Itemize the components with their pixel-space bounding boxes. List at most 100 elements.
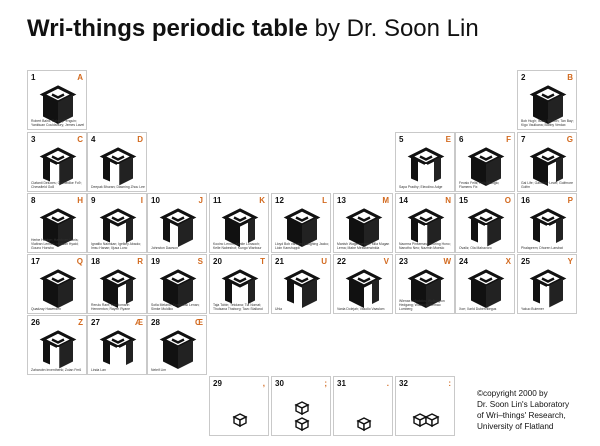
element-number: 18 [91,257,100,266]
element-number: 19 [151,257,160,266]
element-symbol: E [445,135,451,144]
element-number: 8 [31,196,36,205]
element-cell-29: 29, [209,376,269,436]
element-caption: Yakuo Bulemer [521,307,544,311]
element-caption: Quadzay Hawerden [31,307,61,311]
element-number: 1 [31,73,36,82]
element-symbol: D [137,135,143,144]
element-number: 6 [459,135,464,144]
element-caption: Clafanti Deluxes; Glamedike Fo9; Chessfi… [31,181,82,189]
element-number: 32 [399,379,408,388]
element-symbol: F [506,135,511,144]
element-caption: Zaharubn Inventhenk; Zoian Fm6 [31,368,82,372]
element-symbol: P [567,196,573,205]
element-caption: Naomra Pinsemas; Neuring Hono; Nanotho N… [399,242,451,250]
element-caption: Wlenax Lefadolos; Wollungton Hedgang; Wo… [399,299,445,311]
element-symbol: G [566,135,573,144]
element-cell-18: 18 R Rerulu Rant; Randomarin Hennenton; Ra… [87,254,147,314]
element-number: 13 [337,196,346,205]
element-symbol: V [383,257,389,266]
title-bold-part: Wri-things periodic table [27,15,308,42]
element-caption: Phalaprem; Dhoren Larsbat [521,246,563,250]
element-caption: Taja Tobin; Tetolana; Tia Nomat; Thulsan… [213,303,263,311]
element-number: 17 [31,257,40,266]
copyright-notice: ©copyright 2000 by Dr. Soon Lin's Labora… [477,388,569,432]
element-number: 24 [459,257,468,266]
element-number: 11 [213,196,222,205]
element-symbol: C [77,135,83,144]
element-symbol: Y [567,257,573,266]
element-number: 2 [521,73,526,82]
element-number: 15 [459,196,468,205]
element-caption: Robert Baird; Sabbiq Penguin; Yanktuan C… [31,119,85,127]
element-caption: Rerulu Rant; Randomarin Hennenton; Rayen… [91,303,131,311]
element-cell-32: 32: [395,376,455,436]
element-caption: Linda Lan [91,368,106,372]
element-symbol: U [321,257,327,266]
element-cell-26: 26 Z Zaharubn Inventhenk; Zoian Fm6 [27,315,87,375]
element-caption: Ovaliz; Ola Mahavoro [459,246,492,250]
element-symbol: Æ [135,318,143,327]
element-cell-14: 14 N Naomra Pinsemas; Neuring Hono; Nanoth… [395,193,455,253]
element-cell-5: 5 E Sapa Pradhy; Eleodino Adge [395,132,455,192]
element-caption: Neleif Lim [151,368,167,372]
element-number: 9 [91,196,96,205]
copyright-line: Dr. Soon Lin's Laboratory [477,400,570,409]
element-number: 5 [399,135,404,144]
element-caption: Sapa Pradhy; Eleodino Adge [399,185,443,189]
element-symbol: ; [324,379,327,388]
element-cell-23: 23 W Wlenax Lefadolos; Wollungton Hedgang;… [395,254,455,314]
element-caption: Bob Hugh; Isaac Newton; Tan Bay; Kigo Va… [521,119,574,127]
element-caption: Manish Wagenheimer; Mila Mugan Lerna; Ma… [337,242,390,250]
element-symbol: N [445,196,451,205]
element-symbol: : [448,379,451,388]
element-number: 10 [151,196,160,205]
element-caption: Gal Life; Gandhay Lewit; Golfmore Golfm [521,181,574,189]
element-caption: Deepak Bhuran; Dawning Zhou Lee [91,185,145,189]
element-number: 4 [91,135,96,144]
element-number: 16 [521,196,530,205]
element-caption: Uhla [275,307,282,311]
copyright-line: ©copyright 2000 by [477,389,548,398]
element-caption: Xoe; Xarld Dubervillegus [459,307,497,311]
element-number: 28 [151,318,160,327]
element-symbol: , [262,379,265,388]
element-caption: Kooinc Lenon; Kenlie Lonaoch; Kelle Nabe… [213,242,262,250]
element-number: 14 [399,196,408,205]
element-number: 12 [275,196,284,205]
element-number: 26 [31,318,40,327]
element-cell-31: 31. [333,376,393,436]
element-caption: Ignatlio Naimkan; Igelkey Abaolo; Imsu H… [91,242,142,250]
element-number: 29 [213,379,222,388]
element-symbol: W [443,257,451,266]
element-cell-16: 16 P Phalaprem; Dhoren Larsbat [517,193,577,253]
element-symbol: . [386,379,389,388]
element-cell-4: 4 D Deepak Bhuran; Dawning Zhou Lee [87,132,147,192]
element-symbol: Z [78,318,83,327]
element-number: 30 [275,379,284,388]
element-number: 31 [337,379,346,388]
element-caption: Sotla Melano; Sordo Lak Lenan; Simke Mul… [151,303,200,311]
title-author-part: by Dr. Soon Lin [307,15,479,42]
element-symbol: T [260,257,265,266]
element-symbol: R [137,257,143,266]
element-number: 23 [399,257,408,266]
